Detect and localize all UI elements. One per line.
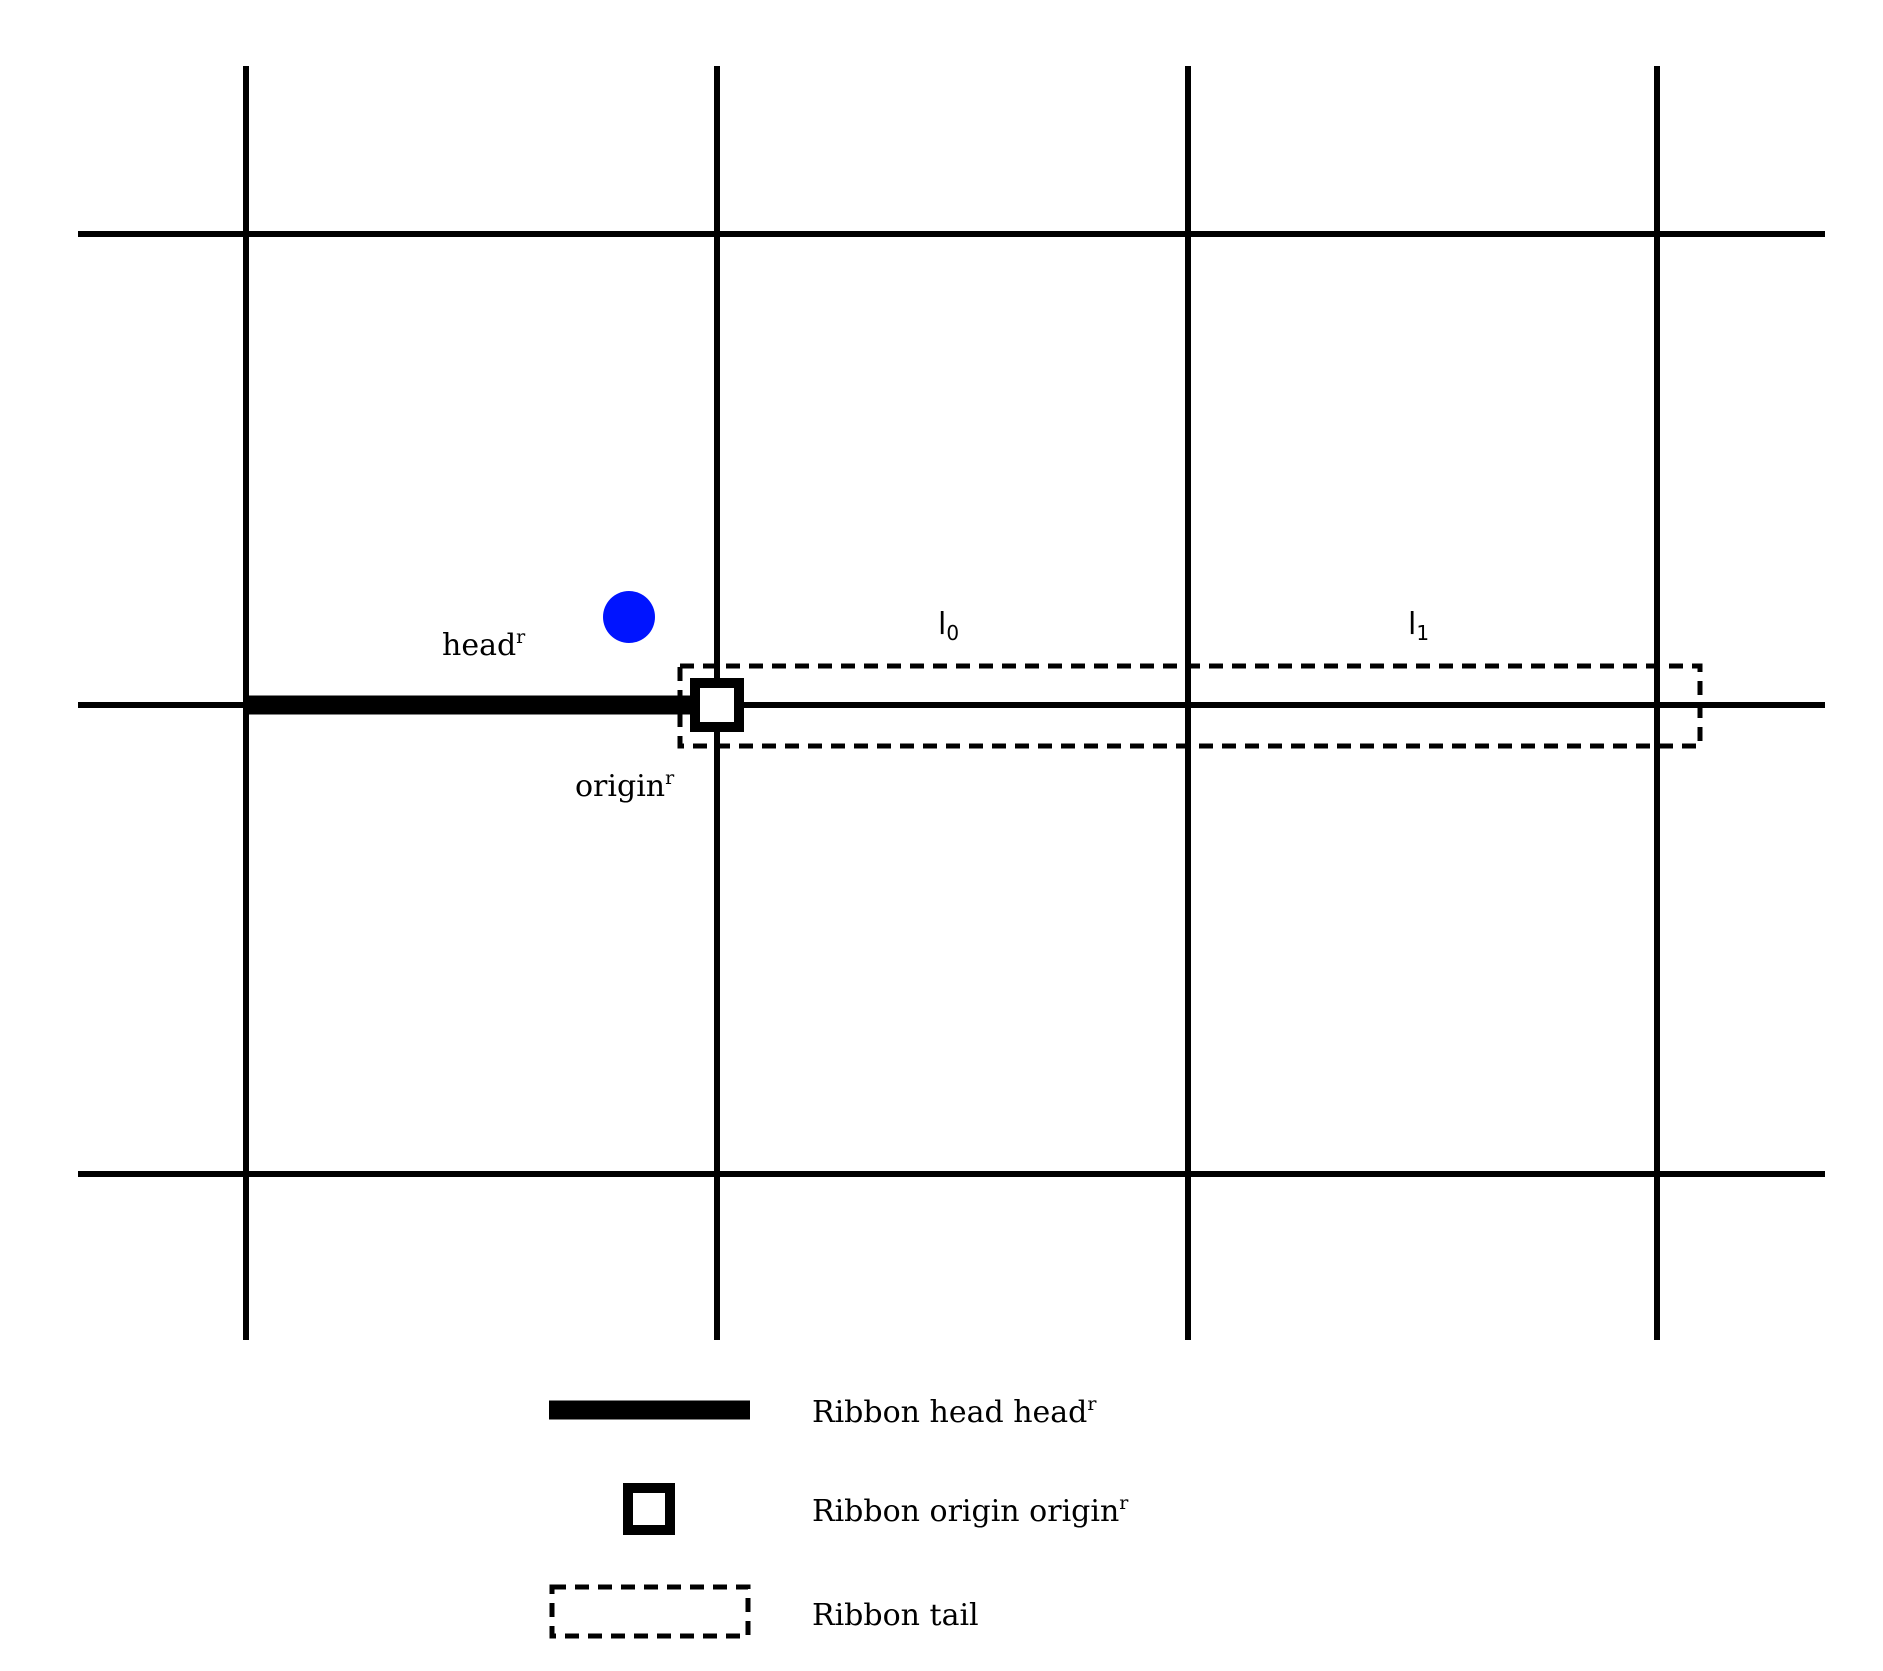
legend-item-tail: Ribbon tail	[812, 1598, 979, 1633]
origin-label: originr	[575, 767, 675, 804]
l0-label: l0	[938, 607, 959, 645]
hollow-square-icon	[623, 1483, 675, 1535]
ribbon-tail	[677, 663, 1703, 749]
dashed-rectangle-icon	[549, 1584, 751, 1639]
ribbon-origin	[690, 678, 744, 732]
legend-item-head: Ribbon head headr	[812, 1393, 1097, 1430]
agent-dot	[603, 591, 655, 643]
legend-item-origin: Ribbon origin originr	[812, 1492, 1129, 1529]
legend: Ribbon head headr Ribbon origin originr …	[549, 1393, 1129, 1639]
head-label: headr	[442, 626, 526, 663]
l1-label: l1	[1408, 607, 1429, 645]
